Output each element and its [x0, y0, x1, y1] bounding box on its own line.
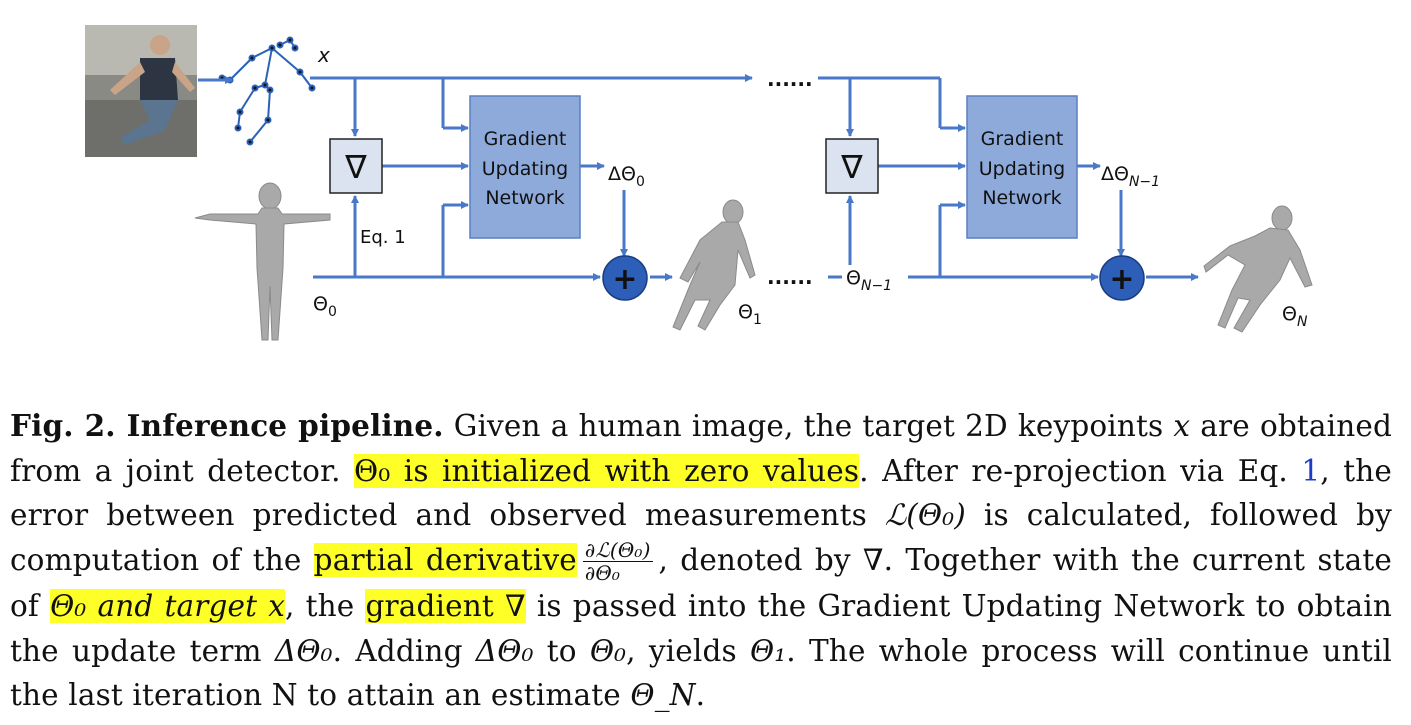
block-label-line1: Gradient [484, 128, 567, 150]
caption-text: to [533, 633, 590, 668]
flow-arrows [198, 74, 1199, 281]
caption-text: , yields [626, 633, 750, 668]
plus-symbol: + [1109, 262, 1134, 297]
theta-n1-label: ΘN−1 [846, 267, 892, 294]
caption-text: , the error between predicted and observ… [10, 453, 1392, 533]
caption-text: , the [285, 589, 366, 623]
theta-n-label: ΘN [1282, 303, 1308, 330]
caption-text: . After re-projection via Eq. [859, 453, 1302, 488]
caption-text: . The whole process will continue until … [10, 633, 1392, 713]
caption-math: Θ₀ [589, 633, 627, 668]
nabla-box-2: ∇ [825, 138, 879, 194]
gradient-updating-network-2: Gradient Updating Network [966, 95, 1078, 239]
caption-math: ΔΘ₀ [475, 633, 534, 668]
caption-math: ΔΘ₀ [274, 633, 333, 668]
ellipsis-bottom: ...... [767, 265, 813, 289]
delta-theta-0-label: ΔΘ0 [608, 163, 645, 190]
plus-symbol: + [612, 262, 637, 297]
ellipsis-top: ...... [767, 67, 813, 91]
highlight-zero-init: Θ₀ is initialized with zero values [354, 453, 860, 488]
plus-node-2: + [1099, 255, 1145, 301]
caption-text: . [695, 678, 706, 712]
caption-text: , denoted by ∇. Together with the curren… [10, 542, 1392, 624]
block-label-line3: Network [485, 187, 564, 209]
block-label-line3: Network [982, 187, 1061, 209]
fraction-numerator: ∂ℒ(Θ₀) [582, 538, 653, 562]
body-mesh-pose-1 [672, 199, 756, 331]
caption-text: is passed into the Gradient Updating Net… [10, 589, 1392, 668]
input-photo [85, 25, 197, 157]
block-label-line2: Updating [979, 158, 1066, 180]
caption-text: are obtained from a joint detector. [10, 409, 1393, 488]
plus-node-1: + [602, 255, 648, 301]
highlight-gradient: gradient ∇ [365, 589, 526, 623]
caption-text: Given a human image, the target 2D keypo… [443, 409, 1174, 443]
derivative-fraction: ∂ℒ(Θ₀)∂Θ₀ [582, 538, 653, 585]
caption-math: ℒ(Θ₀) [884, 498, 966, 532]
keypoint-label: x [317, 43, 330, 67]
block-label-line2: Updating [482, 158, 569, 180]
caption-math: x [1173, 409, 1191, 443]
gradient-updating-network-1: Gradient Updating Network [469, 95, 581, 239]
figure-caption: Fig. 2. Inference pipeline. Given a huma… [10, 404, 1392, 718]
pipeline-diagram: x ...... ...... ∇ ∇ [85, 25, 1313, 341]
figure-label: Fig. 2. Inference pipeline. [10, 408, 444, 443]
highlight-theta-target: Θ₀ and target x [50, 589, 286, 623]
nabla-symbol: ∇ [840, 148, 863, 186]
fraction-denominator: ∂Θ₀ [584, 561, 621, 585]
keypoint-skeleton [218, 36, 316, 146]
caption-text: is calculated, followed by computation o… [10, 498, 1393, 577]
nabla-symbol: ∇ [344, 148, 367, 186]
eq-label: Eq. 1 [360, 227, 406, 248]
equation-ref-link[interactable]: 1 [1301, 453, 1321, 488]
block-label-line1: Gradient [981, 128, 1064, 150]
caption-math: Θ_N [630, 678, 696, 712]
theta-0-label: Θ0 [313, 293, 337, 320]
caption-text: . Adding [332, 633, 476, 668]
body-mesh-t-pose [194, 182, 331, 341]
nabla-box-1: ∇ [329, 138, 383, 194]
delta-theta-n1-label: ΔΘN−1 [1101, 163, 1160, 190]
caption-math: Θ₁ [749, 633, 787, 668]
highlight-partial-derivative: partial derivative [313, 542, 577, 577]
theta-1-label: Θ1 [738, 301, 762, 328]
body-mesh-pose-n [1203, 205, 1313, 333]
